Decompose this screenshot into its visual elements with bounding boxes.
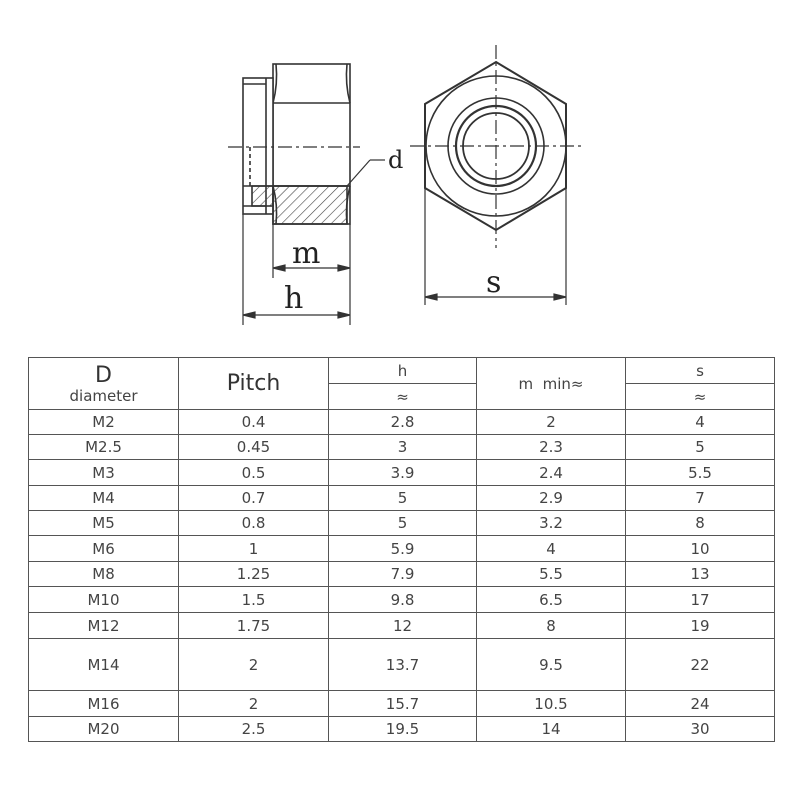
header-d: D bbox=[95, 362, 112, 388]
s-cell: 30 bbox=[625, 716, 775, 742]
h-cell: 3.9 bbox=[328, 459, 477, 486]
h-cell: 2.8 bbox=[328, 409, 477, 435]
h-cell: 12 bbox=[328, 612, 477, 639]
s-cell: 17 bbox=[625, 586, 775, 613]
h-cell: 13.7 bbox=[328, 638, 477, 691]
m-cell: 3.2 bbox=[476, 510, 626, 536]
m-cell: 2 bbox=[476, 409, 626, 435]
label-m: m bbox=[292, 236, 320, 271]
diameter-cell: M20 bbox=[28, 716, 179, 742]
diameter-cell: M10 bbox=[28, 586, 179, 613]
d-leader bbox=[346, 159, 385, 187]
header-h-approx: ≈ bbox=[328, 383, 477, 410]
s-cell: 7 bbox=[625, 485, 775, 511]
s-cell: 5.5 bbox=[625, 459, 775, 486]
header-diameter: D diameter bbox=[28, 357, 179, 410]
side-view bbox=[242, 63, 351, 225]
label-h: h bbox=[284, 281, 303, 316]
dimension-h bbox=[242, 214, 351, 325]
pitch-cell: 1.5 bbox=[178, 586, 329, 613]
header-diameter-label: diameter bbox=[69, 386, 138, 405]
m-cell: 2.3 bbox=[476, 434, 626, 460]
header-pitch: Pitch bbox=[178, 357, 329, 410]
h-cell: 7.9 bbox=[328, 561, 477, 587]
m-cell: 2.4 bbox=[476, 459, 626, 486]
pitch-cell: 0.5 bbox=[178, 459, 329, 486]
m-cell: 4 bbox=[476, 535, 626, 562]
h-cell: 3 bbox=[328, 434, 477, 460]
diameter-cell: M16 bbox=[28, 690, 179, 717]
diameter-cell: M2.5 bbox=[28, 434, 179, 460]
front-centerlines bbox=[410, 45, 585, 248]
pitch-cell: 2 bbox=[178, 690, 329, 717]
header-h: h bbox=[328, 357, 477, 384]
h-cell: 15.7 bbox=[328, 690, 477, 717]
diameter-cell: M5 bbox=[28, 510, 179, 536]
pitch-cell: 0.8 bbox=[178, 510, 329, 536]
h-cell: 9.8 bbox=[328, 586, 477, 613]
pitch-cell: 0.45 bbox=[178, 434, 329, 460]
m-cell: 5.5 bbox=[476, 561, 626, 587]
diameter-cell: M12 bbox=[28, 612, 179, 639]
label-s: s bbox=[486, 265, 501, 300]
pitch-cell: 0.4 bbox=[178, 409, 329, 435]
pitch-cell: 1 bbox=[178, 535, 329, 562]
s-cell: 5 bbox=[625, 434, 775, 460]
h-cell: 19.5 bbox=[328, 716, 477, 742]
m-cell: 10.5 bbox=[476, 690, 626, 717]
label-d: d bbox=[388, 146, 403, 174]
s-cell: 24 bbox=[625, 690, 775, 717]
s-cell: 22 bbox=[625, 638, 775, 691]
diameter-cell: M8 bbox=[28, 561, 179, 587]
m-cell: 8 bbox=[476, 612, 626, 639]
nut-technical-drawing: d m h s bbox=[228, 45, 585, 325]
diameter-cell: M14 bbox=[28, 638, 179, 691]
h-cell: 5.9 bbox=[328, 535, 477, 562]
s-cell: 19 bbox=[625, 612, 775, 639]
h-cell: 5 bbox=[328, 510, 477, 536]
pitch-cell: 1.25 bbox=[178, 561, 329, 587]
s-cell: 10 bbox=[625, 535, 775, 562]
s-cell: 4 bbox=[625, 409, 775, 435]
pitch-cell: 0.7 bbox=[178, 485, 329, 511]
header-m: m min≈ bbox=[476, 357, 626, 410]
diameter-cell: M3 bbox=[28, 459, 179, 486]
pitch-cell: 2.5 bbox=[178, 716, 329, 742]
s-cell: 8 bbox=[625, 510, 775, 536]
m-cell: 14 bbox=[476, 716, 626, 742]
pitch-cell: 2 bbox=[178, 638, 329, 691]
diameter-cell: M6 bbox=[28, 535, 179, 562]
m-cell: 9.5 bbox=[476, 638, 626, 691]
m-cell: 6.5 bbox=[476, 586, 626, 613]
header-s-approx: ≈ bbox=[625, 383, 775, 410]
diameter-cell: M4 bbox=[28, 485, 179, 511]
header-s: s bbox=[625, 357, 775, 384]
dimension-s bbox=[424, 188, 567, 305]
h-cell: 5 bbox=[328, 485, 477, 511]
dimension-m bbox=[272, 224, 351, 278]
s-cell: 13 bbox=[625, 561, 775, 587]
diameter-cell: M2 bbox=[28, 409, 179, 435]
pitch-cell: 1.75 bbox=[178, 612, 329, 639]
m-cell: 2.9 bbox=[476, 485, 626, 511]
